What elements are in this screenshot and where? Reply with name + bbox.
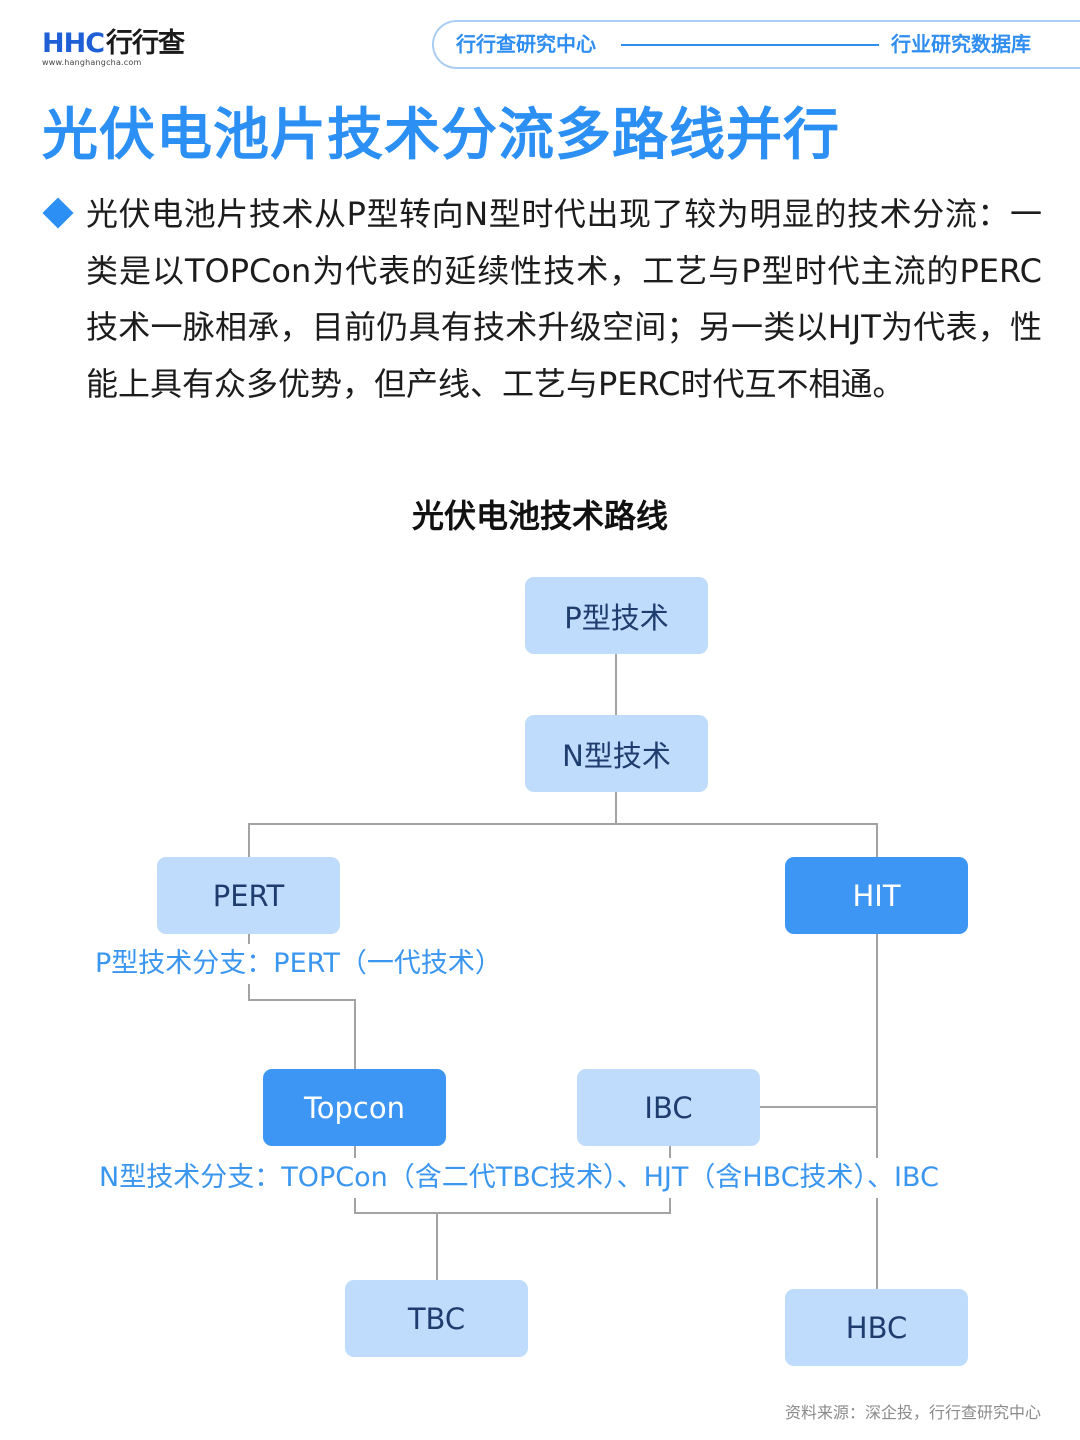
logo-url: www.hanghangcha.com [42,58,142,67]
node-hbc: HBC [785,1289,968,1366]
connector-hit-down [876,934,878,1290]
summary-paragraph: 光伏电池片技术从P型转向N型时代出现了较为明显的技术分流：一类是以TOPCon为… [86,195,1042,403]
logo-hhc-text: HHC [42,28,105,59]
brand-logo: HHC行行查 www.hanghangcha.com [42,28,185,67]
node-topcon: Topcon [263,1069,446,1146]
logo-cn-text: 行行查 [106,28,185,59]
connector-to-topcon [354,999,356,1070]
node-ibc: IBC [577,1069,760,1146]
p-branch-label: P型技术分支：PERT（一代技术） [95,944,502,984]
node-tbc: TBC [345,1280,528,1357]
node-n-type: N型技术 [525,715,708,792]
connector-n-split [248,823,878,825]
connector-merge-tbc [354,1212,671,1214]
connector-to-pert [248,823,250,858]
header-database: 行业研究数据库 [891,32,1031,56]
logo-wordmark: HHC行行查 [42,28,185,60]
connector-n-down [615,792,617,824]
header-research-center: 行行查研究中心 [456,32,596,56]
header-banner [432,20,1080,69]
diamond-bullet-icon [42,197,74,229]
n-branch-label: N型技术分支：TOPCon（含二代TBC技术）、HJT（含HBC技术）、IBC [99,1158,939,1198]
node-p-type: P型技术 [525,577,708,654]
connector-pert-step [248,999,356,1001]
node-hit: HIT [785,857,968,934]
connector-p-to-n [615,654,617,715]
node-pert: PERT [157,857,340,934]
diagram-title: 光伏电池技术路线 [411,497,668,535]
source-note: 资料来源：深企投，行行查研究中心 [784,1403,1041,1422]
page-title: 光伏电池片技术分流多路线并行 [42,103,840,168]
connector-to-hit [876,823,878,858]
connector-hit-to-ibc [760,1106,877,1108]
header-divider-line [621,44,879,46]
connector-to-tbc [436,1212,438,1281]
